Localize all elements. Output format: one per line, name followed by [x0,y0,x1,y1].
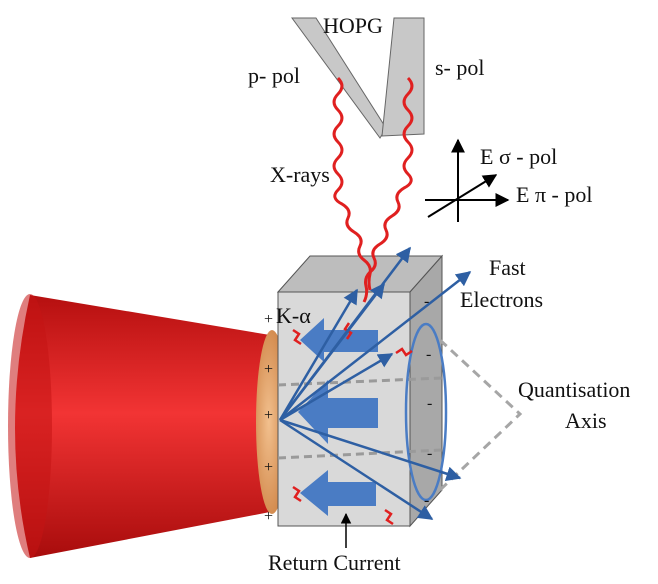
label-axis: Axis [565,408,607,433]
label-s-pol: s- pol [435,55,485,80]
laser-beam [15,295,270,558]
laser-beam-end [8,294,52,558]
current-loop-ellipse [404,322,448,502]
quantisation-axis-outline [438,338,523,492]
hopg-crystal-s-pol [381,17,425,137]
plus-sign-5: + [264,508,273,525]
minus-sign-2: - [426,346,431,363]
plus-sign-2: + [264,361,273,378]
minus-sign-5: - [424,492,429,509]
dashed-line-lower [277,448,443,460]
label-xrays: X-rays [270,162,330,187]
dashed-line-upper [277,376,443,387]
minus-sign-1: - [424,293,429,310]
plus-sign-3: + [264,407,273,424]
fast-electron-rays [278,246,472,521]
return-current-arrow-middle [298,380,378,444]
polarisation-axes [425,138,510,222]
label-p-pol: p- pol [248,63,300,88]
minus-sign-4: - [427,445,432,462]
label-return-current: Return Current [268,550,401,575]
minus-sign-3: - [427,395,432,412]
label-k-alpha: K-α [276,303,311,328]
plus-sign-1: + [264,311,273,328]
label-quantisation: Quantisation [518,377,630,402]
label-e-sigma-pol: E σ - pol [480,144,557,169]
label-e-pi-pol: E π - pol [516,182,592,207]
label-electrons: Electrons [460,287,543,312]
return-current-arrow-bottom [300,470,376,516]
xray-wave-p-pol [332,76,372,291]
label-hopg: HOPG [323,13,383,38]
plus-sign-4: + [264,459,273,476]
xray-wave-s-pol [362,76,414,303]
label-fast: Fast [489,255,526,280]
